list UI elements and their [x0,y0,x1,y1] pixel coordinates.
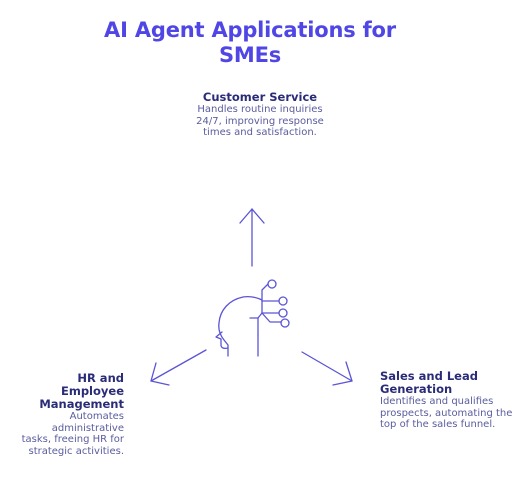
node-customer-service: Customer Service Handles routine inquiri… [190,91,330,139]
arrow-down-left [150,349,207,386]
arrow-down-right [301,351,353,386]
diagram-title: AI Agent Applications for SMEs [104,18,396,67]
arrow-up [239,208,265,267]
node-description: Handles routine inquiries 24/7, improvin… [196,104,324,139]
node-description: Automates administrative tasks, freeing … [21,411,124,457]
node-hr-employee-management: HR and Employee Management Automates adm… [20,372,124,457]
ai-head-circuit-icon [215,279,290,357]
node-heading: Customer Service [202,90,318,104]
node-heading: HR and Employee Management [39,371,124,411]
node-description: Identifies and qualifies prospects, auto… [380,396,513,431]
node-heading: Sales and Lead Generation [380,369,478,396]
node-sales-lead-generation: Sales and Lead Generation Identifies and… [380,370,520,431]
